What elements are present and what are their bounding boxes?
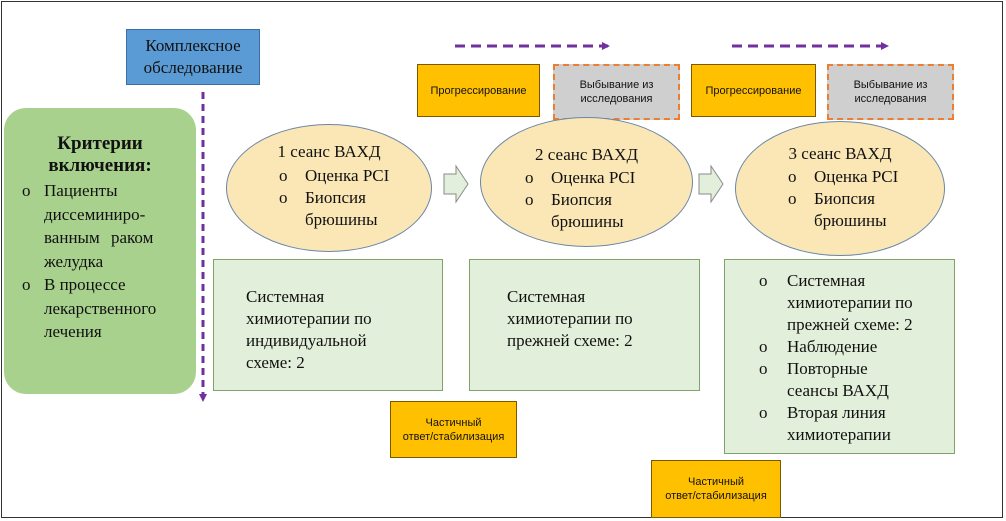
partial-text-line2: ответ/стабилизация <box>665 490 767 502</box>
partial-text-line2: ответ/стабилизация <box>402 430 505 443</box>
block-arrow-1 <box>443 164 469 204</box>
therapy-line: индивидуальной <box>246 331 367 350</box>
session-item-text: Оценка PCI <box>305 166 390 185</box>
progression-label-2: Прогрессирование <box>691 64 816 117</box>
partial-text-line1: Частичный <box>425 416 482 429</box>
inclusion-criteria-box: Критерии включения: o Пациенты диссемини… <box>4 108 196 394</box>
bullet-icon: o <box>525 190 534 209</box>
bullet-icon: o <box>759 403 768 422</box>
session-title: 2 сеанс ВАХД <box>534 145 639 164</box>
dropout-label-1: Выбывание из исследования <box>553 64 680 120</box>
therapy-line: Системная <box>787 271 866 290</box>
criteria-item: o В процессе лекарственного лечения <box>22 273 184 344</box>
therapy-line: химиотерапии <box>787 425 891 444</box>
partial-response-label-2: Частичный ответ/стабилизация <box>651 460 781 518</box>
session-title: 1 сеанс ВАХД <box>277 142 381 161</box>
criteria-item: o Пациенты диссеминиро- ванным раком жел… <box>22 179 184 273</box>
bullet-icon: o <box>759 359 768 378</box>
session-item: o Биопсия брюшины <box>279 187 389 231</box>
therapy-box-1: Системная химиотерапии по индивидуальной… <box>213 259 443 391</box>
session-item: o Оценка PCI <box>525 167 635 189</box>
criteria-line: ванным раком <box>44 228 154 247</box>
session-item-text: Оценка PCI <box>551 168 636 187</box>
session-item-text: брюшины <box>551 212 624 231</box>
therapy-line: Системная <box>246 287 325 306</box>
bullet-icon: o <box>788 189 797 208</box>
bullet-icon: o <box>279 166 288 185</box>
progression-text: Прогрессирование <box>430 84 527 97</box>
dropout-text-line1: Выбывание из <box>853 79 928 91</box>
bullet-icon: o <box>279 188 288 207</box>
session-item-text: брюшины <box>814 211 887 230</box>
session-item-text: Биопсия <box>551 190 612 209</box>
dropout-text-line1: Выбывание из <box>579 79 654 91</box>
therapy-line: химиотерапии по <box>787 293 913 312</box>
complex-exam-line2: обследование <box>143 58 243 77</box>
therapy-box-3: o Системная химиотерапии по прежней схем… <box>724 259 955 454</box>
therapy-line: сеансы ВАХД <box>787 381 889 400</box>
therapy-line: химиотерапии по <box>507 309 633 328</box>
therapy-line: Системная <box>507 287 586 306</box>
bullet-icon: o <box>759 337 768 356</box>
dropout-text-line2: исследования <box>854 93 927 105</box>
criteria-line: Пациенты <box>44 181 118 200</box>
therapy-option: o Системная химиотерапии по прежней схем… <box>759 270 913 336</box>
therapy-line: Вторая линия <box>787 403 886 422</box>
therapy-text: Системная химиотерапии по индивидуальной… <box>246 286 372 374</box>
bullet-icon: o <box>22 181 31 200</box>
bullet-icon: o <box>759 271 768 290</box>
criteria-line: лекарственного <box>44 298 157 318</box>
criteria-list: o Пациенты диссеминиро- ванным раком жел… <box>22 179 184 344</box>
therapy-line: Повторные <box>787 359 868 378</box>
dropout-label-2: Выбывание из исследования <box>827 64 954 120</box>
criteria-line: В процессе <box>44 275 126 294</box>
criteria-line: желудка <box>44 251 104 271</box>
progression-label-1: Прогрессирование <box>417 64 540 117</box>
bullet-icon: o <box>22 275 31 294</box>
partial-response-label-1: Частичный ответ/стабилизация <box>390 401 517 458</box>
therapy-line: химиотерапии по <box>246 309 372 328</box>
session-item: o Биопсия брюшины <box>525 189 635 233</box>
session-item: o Оценка PCI <box>279 165 389 187</box>
dropout-text-line2: исследования <box>580 93 653 105</box>
session-item: o Оценка PCI <box>788 166 898 188</box>
session-item: o Биопсия брюшины <box>788 188 898 232</box>
criteria-title-line2: включения: <box>48 155 152 176</box>
therapy-option: o Повторные сеансы ВАХД <box>759 358 913 402</box>
bullet-icon: o <box>525 168 534 187</box>
therapy-line: прежней схеме: 2 <box>787 315 913 334</box>
partial-text-line1: Частичный <box>688 476 744 488</box>
session-item-text: Оценка PCI <box>814 167 899 186</box>
criteria-title: Критерии включения: <box>4 133 196 177</box>
session-item-text: Биопсия <box>305 188 366 207</box>
therapy-box-2: Системная химиотерапии по прежней схеме:… <box>469 259 700 391</box>
complex-exam-line1: Комплексное <box>145 36 241 55</box>
session-title: 3 сеанс ВАХД <box>788 144 892 163</box>
therapy-options-list: o Системная химиотерапии по прежней схем… <box>759 270 913 446</box>
block-arrow-2 <box>698 164 724 204</box>
criteria-line: лечения <box>44 322 102 341</box>
complex-exam-box: Комплексное обследование <box>126 29 260 85</box>
bullet-icon: o <box>788 167 797 186</box>
therapy-line: Наблюдение <box>787 337 878 356</box>
session-item-text: брюшины <box>305 210 378 229</box>
progression-text: Прогрессирование <box>705 84 802 97</box>
therapy-option: o Наблюдение <box>759 336 913 358</box>
therapy-text: Системная химиотерапии по прежней схеме:… <box>507 286 633 352</box>
criteria-title-line1: Критерии <box>57 133 143 154</box>
session-item-text: Биопсия <box>814 189 875 208</box>
therapy-line: схеме: 2 <box>246 353 305 372</box>
therapy-line: прежней схеме: 2 <box>507 331 633 350</box>
therapy-option: o Вторая линия химиотерапии <box>759 402 913 446</box>
criteria-line: диссеминиро- <box>44 204 146 224</box>
